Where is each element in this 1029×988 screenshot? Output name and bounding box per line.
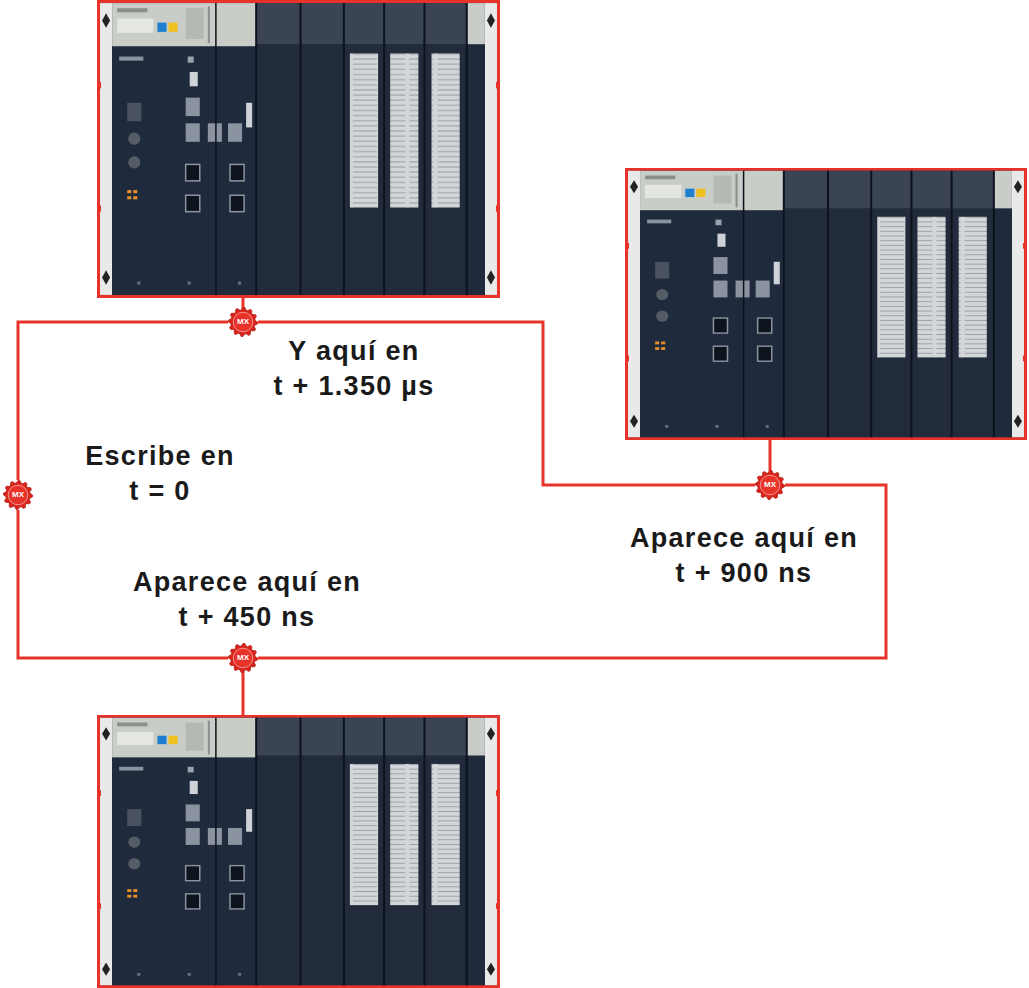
mx-hub: MX (3, 480, 33, 510)
hub-label: MX (755, 470, 785, 500)
network-cable (258, 322, 755, 485)
hub-label: MX (3, 480, 33, 510)
hub-label: MX (228, 307, 258, 337)
plc-rack (97, 2, 500, 297)
timing-note: Aparece aquí en t + 450 ns (133, 565, 361, 635)
timing-note: Escribe en t = 0 (85, 439, 235, 509)
timing-note: Y aquí en t + 1.350 µs (273, 334, 434, 404)
mx-hub: MX (755, 470, 785, 500)
timing-note: Aparece aquí en t + 900 ns (630, 521, 858, 591)
hub-label: MX (228, 643, 258, 673)
mx-hub: MX (228, 643, 258, 673)
plc-rack (625, 169, 1027, 438)
plc-rack (97, 716, 500, 986)
mx-hub: MX (228, 307, 258, 337)
